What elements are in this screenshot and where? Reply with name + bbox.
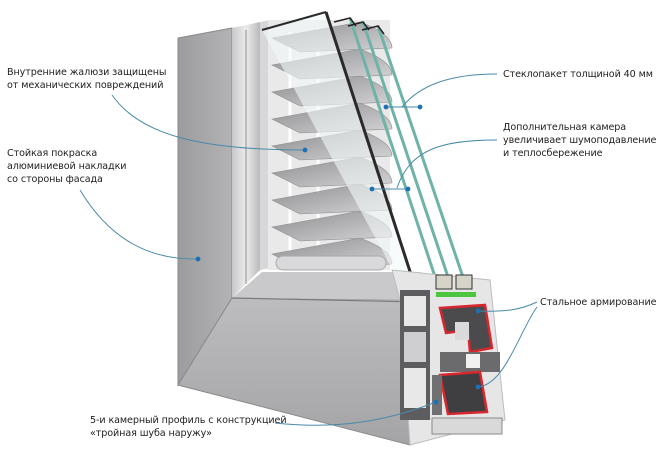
callout-line: Дополнительная камера (503, 122, 627, 133)
callout-line: от механических повреждений (7, 80, 164, 91)
callout-five-chamber-profile: 5-и камерный профиль с конструкцией «тро… (90, 414, 287, 440)
marker-dot (475, 308, 481, 314)
marker-dot (433, 399, 439, 405)
marker-dot (405, 186, 411, 192)
callout-line: 5-и камерный профиль с конструкцией (90, 415, 287, 426)
marker-dot (369, 186, 375, 192)
callout-line: со стороны фасада (7, 174, 103, 185)
callout-line: «тройная шуба наружу» (90, 428, 212, 439)
marker-dot (302, 147, 308, 153)
callout-line: Внутренние жалюзи защищены (7, 67, 167, 78)
leader-glass-unit (401, 73, 498, 108)
callout-line: и теплосбережение (503, 148, 603, 159)
callout-extra-chamber: Дополнительная камера увеличивает шумопо… (503, 121, 656, 160)
callout-line: Стальное армирование (540, 297, 656, 308)
leader-five-chamber-profile (274, 401, 437, 426)
callout-aluminium-cladding: Стойкая покраска алюминиевой накладки со… (7, 147, 127, 186)
callout-line: Стеклопакет толщиной 40 мм (503, 69, 653, 80)
marker-dots (195, 104, 481, 405)
marker-dot (475, 384, 481, 390)
marker-dot (383, 104, 389, 110)
marker-dot (417, 104, 423, 110)
marker-dot (195, 256, 201, 262)
pvc-profile-section (391, 269, 506, 446)
leader-extra-chamber (396, 139, 498, 189)
leader-steel-reinforcement (477, 301, 538, 312)
glass-unit (261, 11, 470, 293)
callout-line: увеличивает шумоподавление (503, 135, 656, 146)
callout-internal-blinds: Внутренние жалюзи защищены от механическ… (7, 66, 167, 92)
aluminium-frame (177, 20, 421, 446)
callout-line: Стойкая покраска (7, 148, 98, 159)
leader-internal-blinds (111, 94, 306, 151)
leader-aluminium-cladding (79, 189, 199, 260)
callout-line: алюминиевой накладки (7, 161, 127, 172)
leader-lines (79, 73, 538, 426)
callout-glass-unit: Стеклопакет толщиной 40 мм (503, 68, 653, 81)
leader-steel-reinforcement-lower (477, 306, 538, 388)
callout-steel-reinforcement: Стальное армирование (540, 296, 656, 309)
